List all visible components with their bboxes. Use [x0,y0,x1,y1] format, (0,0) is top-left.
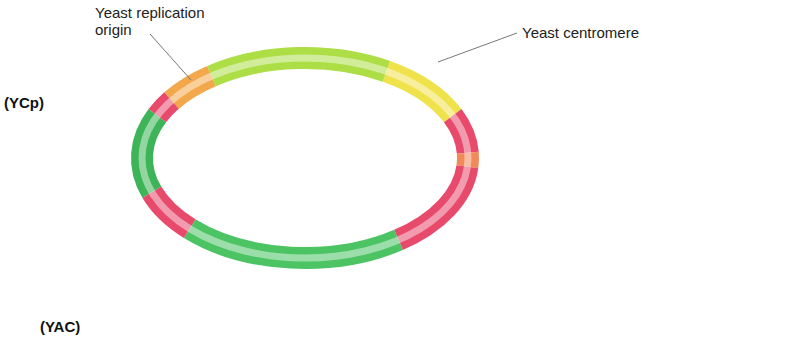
leader-line [438,33,517,62]
ring-highlight [142,58,468,258]
part-label: Yeast centromere [522,24,639,41]
vector-label: (YCp) [4,94,44,111]
part-label: Yeast replication origin [95,4,223,38]
plasmid-ring [142,58,468,258]
leader-line [150,34,191,80]
vector-label: (YAC) [40,318,80,335]
ring-segment [399,167,468,240]
